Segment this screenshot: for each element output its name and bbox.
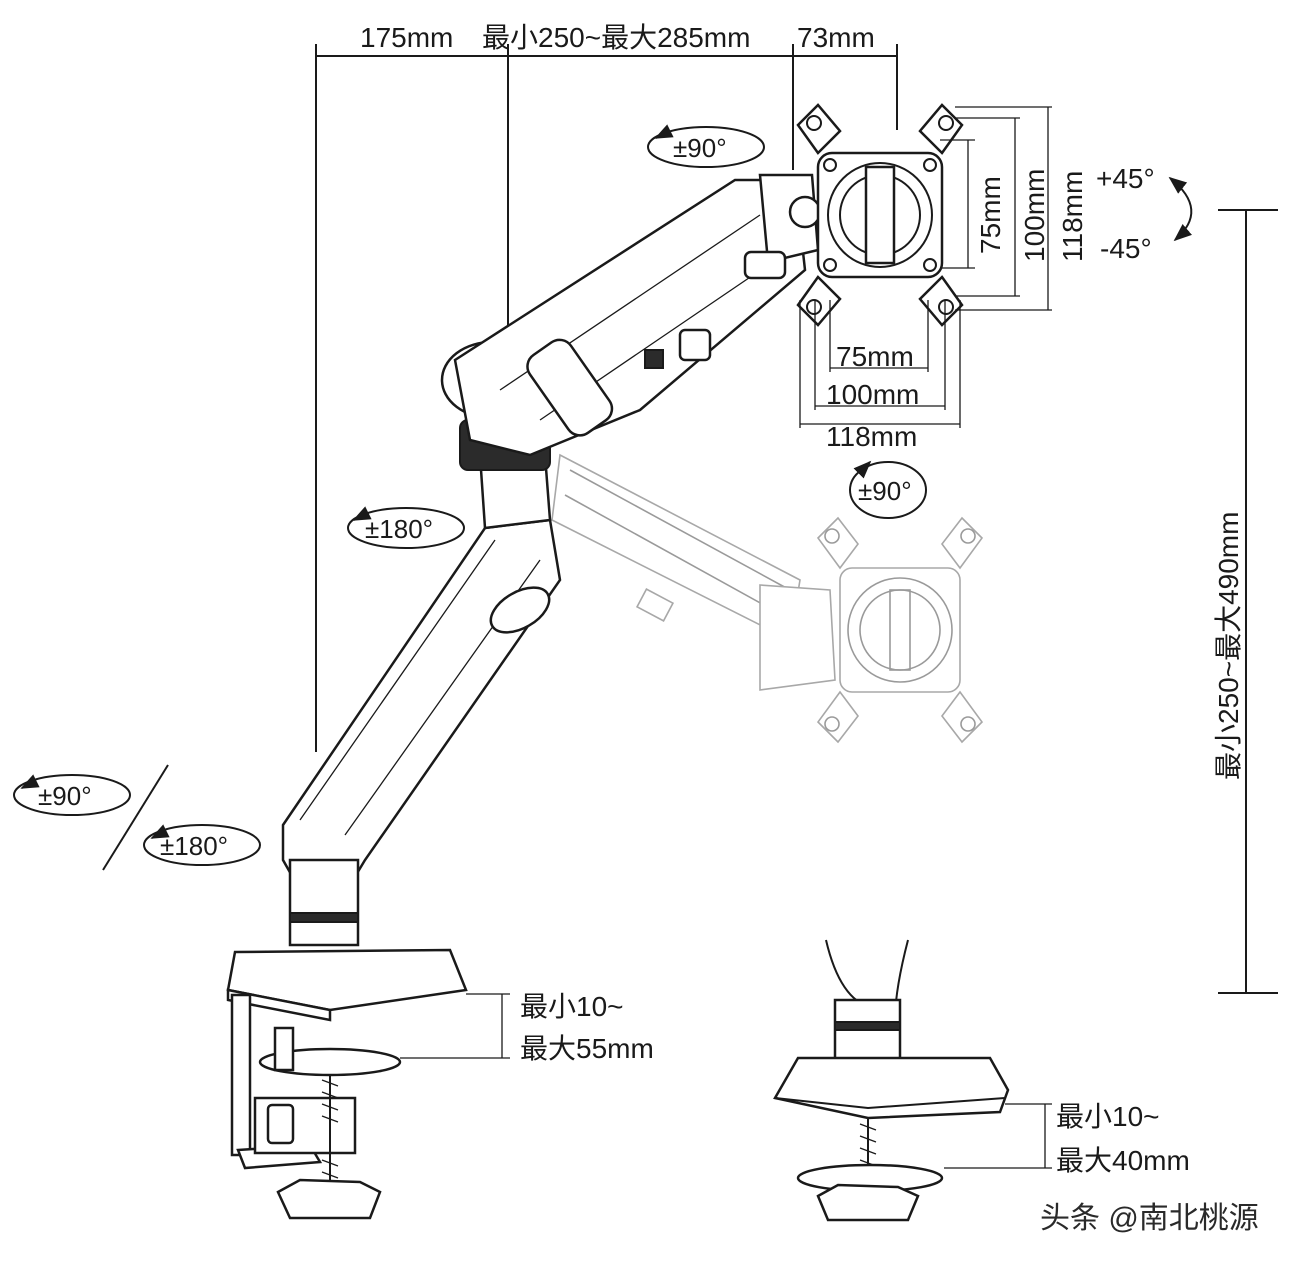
dim-73mm: 73mm	[797, 22, 875, 53]
height-range-label: 最小250~最大490mm	[1213, 512, 1244, 780]
rotation-base-tilt: ±90°	[13, 774, 131, 816]
svg-text:±180°: ±180°	[365, 514, 433, 544]
grommet-range-line2: 最大40mm	[1056, 1145, 1190, 1176]
dim-arm-extension: 最小250~最大285mm	[482, 22, 750, 53]
rotation-screen: ±90°	[849, 460, 927, 519]
rotation-base-swivel: ±180°	[143, 824, 261, 866]
vesa-v-100mm: 100mm	[1019, 169, 1050, 262]
c-clamp-range-line2: 最大55mm	[520, 1033, 654, 1064]
rotation-head-swivel: ±90°	[647, 124, 765, 168]
ghost-lowered-arm	[551, 453, 984, 744]
top-dimension-lines	[315, 44, 898, 752]
vesa-h-100mm: 100mm	[826, 379, 919, 410]
grommet-range-line1: 最小10~	[1056, 1101, 1160, 1132]
vesa-vertical-dims	[940, 106, 1052, 311]
svg-text:±90°: ±90°	[673, 133, 727, 163]
tilt-plus-45: +45°	[1096, 163, 1155, 194]
tilt-arrow-icon	[1168, 176, 1193, 242]
c-clamp-base	[226, 948, 468, 1220]
rotation-divider	[102, 764, 169, 871]
vesa-h-118mm: 118mm	[826, 421, 917, 452]
watermark: 头条 @南北桃源	[1040, 1202, 1259, 1235]
height-range-dims	[1218, 209, 1278, 994]
vesa-v-75mm: 75mm	[975, 176, 1006, 254]
svg-text:±90°: ±90°	[858, 476, 912, 506]
grommet-dims	[944, 1103, 1052, 1169]
monitor-arm	[281, 173, 822, 947]
grommet-base	[773, 939, 1010, 1222]
c-clamp-dims	[400, 993, 510, 1059]
svg-text:±180°: ±180°	[160, 831, 228, 861]
vesa-h-75mm: 75mm	[836, 341, 914, 372]
vesa-v-118mm: 118mm	[1057, 171, 1088, 262]
tilt-minus-45: -45°	[1100, 233, 1152, 264]
vesa-mount-plate	[796, 103, 964, 327]
svg-text:±90°: ±90°	[38, 781, 92, 811]
dim-175mm: 175mm	[360, 22, 453, 53]
c-clamp-range-line1: 最小10~	[520, 991, 624, 1022]
rotation-elbow: ±180°	[347, 506, 465, 549]
vesa-horizontal-dims	[799, 300, 961, 428]
